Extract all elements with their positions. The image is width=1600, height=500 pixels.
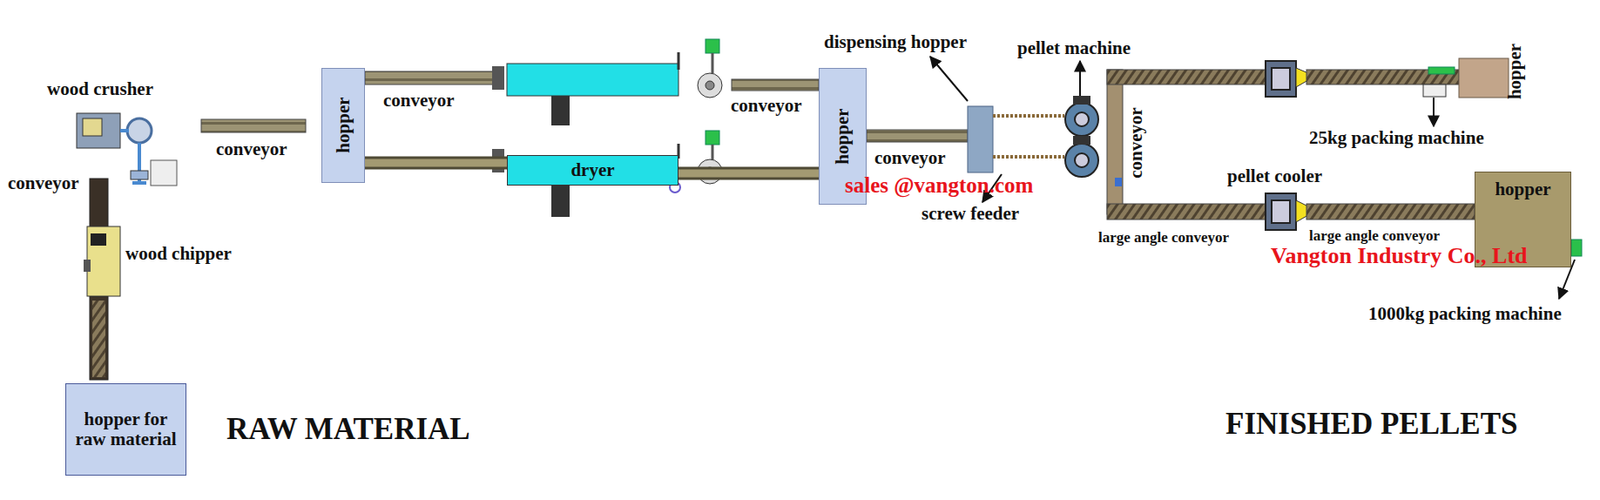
raw-material-hopper: hopper for raw material (65, 383, 187, 476)
part-label: 25kg packing machine (1309, 128, 1485, 149)
part-label: large angle conveyor (1309, 228, 1440, 245)
node-label: hopper (832, 108, 853, 164)
conveyor-connector (678, 173, 819, 175)
dryer-drum: dryer (506, 155, 679, 186)
node-label: hopper (332, 97, 353, 154)
conveyor-connector (364, 162, 507, 164)
part-label: conveyor (874, 148, 946, 169)
part-label: conveyor (216, 139, 288, 160)
part-label: pellet machine (1017, 38, 1131, 59)
part-label: large angle conveyor (1098, 229, 1229, 247)
part-label: conveyor (383, 90, 455, 111)
part-label: RAW MATERIAL (226, 412, 471, 447)
node-label: hopper for raw material (66, 409, 186, 450)
part-label: wood chipper (125, 243, 232, 264)
node-label: hopper (1494, 179, 1551, 200)
part-label: conveyor (7, 173, 80, 194)
part-label: conveyor (1126, 107, 1147, 179)
part-label: FINISHED PELLETS (1225, 407, 1519, 442)
part-label: dispensing hopper (823, 32, 967, 53)
node-label: dryer (570, 160, 615, 181)
company-watermark: sales @vangton.com (844, 173, 1033, 198)
part-label: wood crusher (47, 79, 154, 100)
part-label: screw feeder (921, 203, 1020, 224)
company-watermark: Vangton Industry Co., Ltd (1270, 243, 1528, 270)
part-label: hopper (1505, 43, 1526, 100)
part-label: pellet cooler (1227, 166, 1323, 187)
hopper-box: hopper (321, 67, 365, 183)
part-label: 1000kg packing machine (1368, 303, 1562, 325)
part-label: conveyor (730, 95, 803, 116)
